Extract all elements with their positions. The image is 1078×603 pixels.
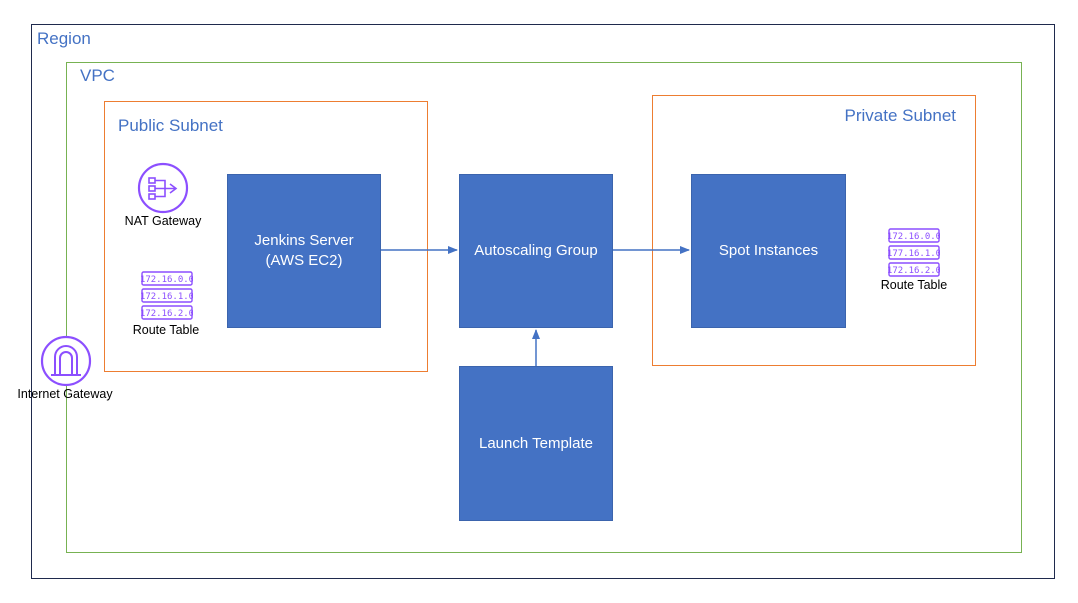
route-entry-public-1: 172.16.0.0 bbox=[141, 275, 193, 285]
internet-gateway-label: Internet Gateway bbox=[17, 387, 113, 401]
private-subnet-label: Private Subnet bbox=[844, 106, 956, 125]
route-table-icon-public[interactable]: 172.16.0.0 172.16.1.0 172.16.2.0 bbox=[140, 271, 194, 326]
launch-template-box[interactable]: Launch Template bbox=[459, 366, 613, 521]
vpc-label: VPC bbox=[80, 66, 115, 85]
route-entry-private-2: 177.16.1.0 bbox=[888, 249, 940, 259]
jenkins-server-label: Jenkins Server bbox=[254, 232, 354, 249]
route-entry-public-2: 172.16.1.0 bbox=[141, 292, 193, 302]
autoscaling-group-box[interactable]: Autoscaling Group bbox=[459, 174, 613, 328]
route-entry-private-3: 172.16.2.0 bbox=[888, 266, 940, 276]
nat-gateway-icon[interactable] bbox=[137, 162, 189, 214]
public-subnet-label: Public Subnet bbox=[118, 116, 223, 135]
private-subnet-frame bbox=[652, 95, 976, 366]
route-table-label-public: Route Table bbox=[132, 323, 200, 337]
launch-template-label: Launch Template bbox=[479, 434, 593, 452]
public-subnet-frame bbox=[104, 101, 428, 372]
vpc-frame bbox=[66, 62, 1022, 553]
route-entry-public-3: 172.16.2.0 bbox=[141, 309, 193, 319]
internet-gateway-icon[interactable] bbox=[40, 335, 92, 387]
route-table-label-private: Route Table bbox=[880, 278, 948, 292]
route-entry-private-1: 172.16.0.0 bbox=[888, 232, 940, 242]
route-table-icon-private[interactable]: 172.16.0.0 177.16.1.0 172.16.2.0 bbox=[887, 228, 941, 283]
nat-gateway-label: NAT Gateway bbox=[124, 214, 202, 228]
jenkins-server-sublabel: (AWS EC2) bbox=[265, 252, 343, 269]
spot-instances-label: Spot Instances bbox=[718, 242, 819, 259]
region-frame bbox=[31, 24, 1055, 579]
autoscaling-group-label: Autoscaling Group bbox=[474, 242, 598, 259]
region-label: Region bbox=[37, 29, 91, 48]
jenkins-server-box[interactable]: Jenkins Server (AWS EC2) bbox=[227, 174, 381, 328]
spot-instances-box[interactable]: Spot Instances bbox=[691, 174, 846, 328]
